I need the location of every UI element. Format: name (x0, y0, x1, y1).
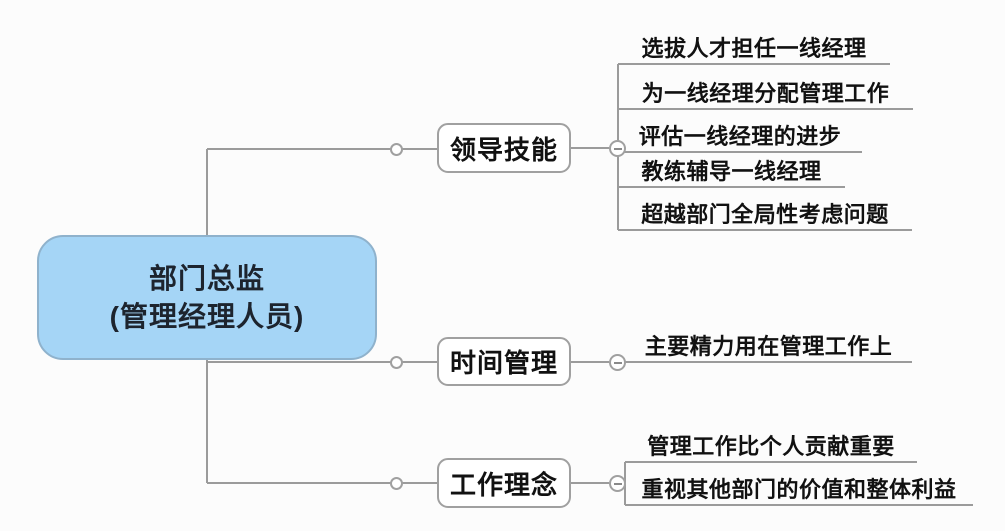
collapse-toggle-time-management[interactable] (609, 354, 626, 371)
minus-icon (613, 147, 622, 150)
leaf-item[interactable]: 重视其他部门的价值和整体利益 (641, 477, 957, 502)
minus-icon (613, 482, 622, 485)
leaf-item[interactable]: 选拔人才担任一线经理 (641, 36, 867, 61)
connector-dot-icon (390, 477, 403, 490)
collapse-toggle-leadership-skills[interactable] (609, 140, 626, 157)
leaf-item[interactable]: 主要精力用在管理工作上 (644, 334, 893, 359)
connector-dot-icon (390, 356, 403, 369)
branch-label: 工作理念 (449, 469, 558, 500)
leaf-item[interactable]: 为一线经理分配管理工作 (641, 81, 890, 106)
connector-dot-icon (390, 143, 403, 156)
minus-icon (613, 361, 622, 364)
root-node[interactable]: 部门总监 (管理经理人员) (37, 235, 377, 360)
root-title-line2: (管理经理人员) (109, 300, 305, 332)
branch-node-work-philosophy[interactable]: 工作理念 (437, 458, 571, 508)
branch-label: 领导技能 (449, 134, 558, 165)
collapse-toggle-work-philosophy[interactable] (609, 475, 626, 492)
branch-label: 时间管理 (449, 348, 558, 378)
branch-node-time-management[interactable]: 时间管理 (437, 337, 571, 386)
leaf-item[interactable]: 管理工作比个人贡献重要 (647, 434, 895, 459)
branch-node-leadership-skills[interactable]: 领导技能 (437, 123, 571, 173)
leaf-item[interactable]: 评估一线经理的进步 (638, 124, 842, 149)
root-title-line1: 部门总监 (148, 262, 265, 294)
leaf-item[interactable]: 超越部门全局性考虑问题 (641, 202, 889, 227)
leaf-item[interactable]: 教练辅导一线经理 (641, 159, 822, 184)
